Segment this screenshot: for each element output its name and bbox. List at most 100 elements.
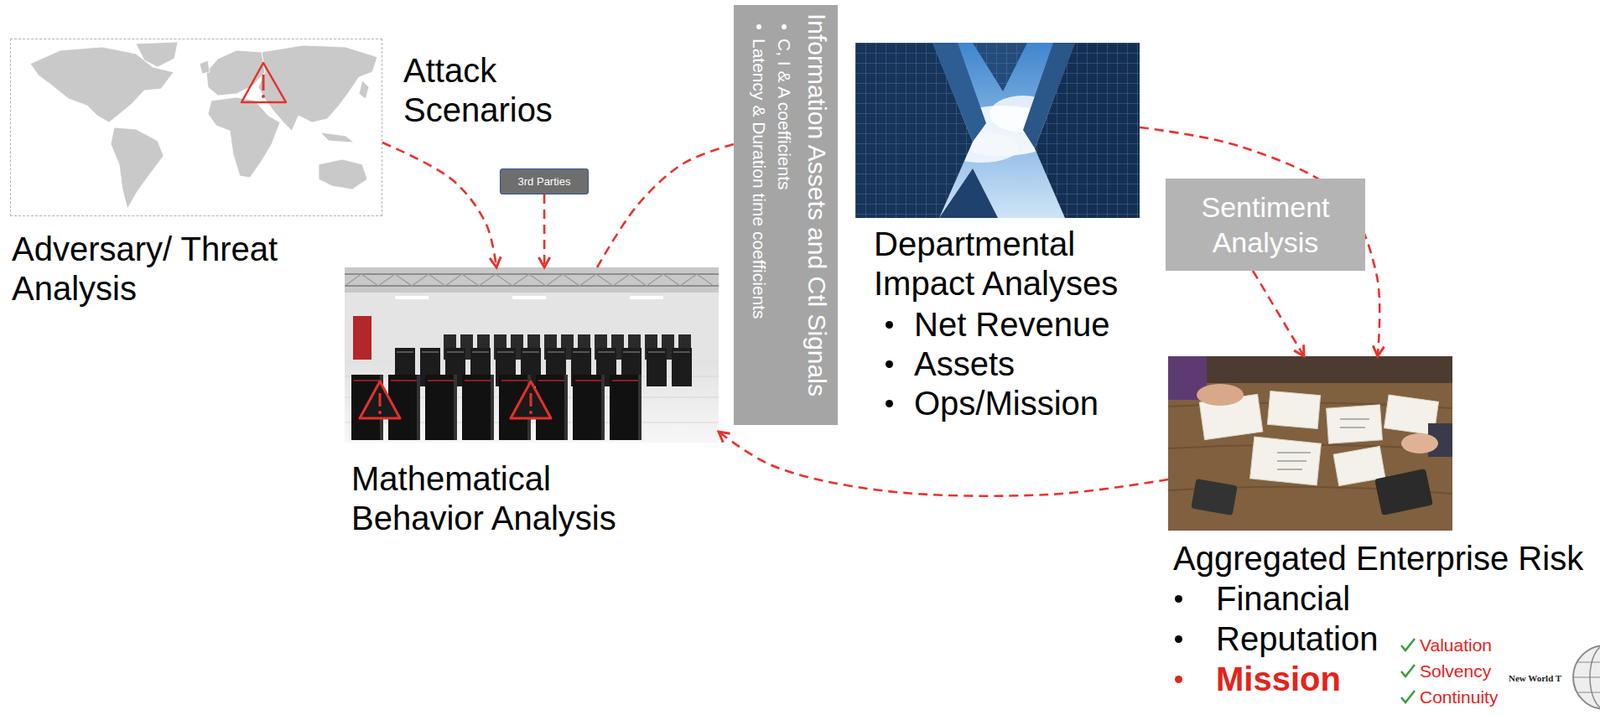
buildings-picture-part [932, 42, 987, 142]
papers-part [1326, 405, 1383, 444]
warning-triangle-part [241, 62, 286, 103]
logo-globe-part [1573, 662, 1600, 693]
bullet-dot [756, 24, 762, 30]
bullet-dot [1174, 595, 1183, 603]
check-item: Solvency [1419, 658, 1491, 686]
buildings-picture-part [939, 168, 998, 219]
buildings-picture-part [1023, 42, 1076, 149]
continents-part [199, 60, 210, 74]
bullet-text: Ops/Mission [914, 384, 1158, 424]
continents-part [110, 127, 164, 209]
warning-triangle-part [359, 381, 400, 419]
bullet-row: Net Revenue [855, 305, 1158, 345]
papers-part [1267, 390, 1320, 429]
continents-part [258, 45, 378, 131]
check-item: Continuity [1419, 684, 1498, 712]
heading-text: Adversary/ Threat Analysis [10, 229, 314, 309]
papers [1199, 390, 1439, 486]
heading-text: Mathematical Behavior Analysis [344, 459, 654, 539]
heading-text: Departmental Impact Analyses [855, 224, 1151, 304]
bullet-row: Reputation [1168, 618, 1588, 660]
continents-part [320, 132, 354, 143]
signal-band: Information Assets and Ctl SignalsC, I &… [733, 5, 838, 426]
bullet-text: C, I & A coefficients [771, 38, 797, 417]
meeting-picture [1168, 356, 1453, 531]
bullet-text: Net Revenue [914, 305, 1158, 345]
dashed-connector [1252, 270, 1304, 357]
datacenter-picture-part [394, 296, 429, 300]
heading-text: Aggregated Enterprise Risk [1168, 539, 1585, 579]
logo-globe-part [1573, 645, 1600, 710]
third-party-box: 3rd Parties [499, 168, 589, 195]
check-item: Valuation [1419, 632, 1492, 660]
bullet-dot [885, 400, 894, 408]
bullet-row: C, I & A coefficients [771, 13, 797, 417]
buildings-picture-part [972, 42, 1028, 92]
buildings-picture-part [855, 42, 1140, 219]
warning-triangle [510, 381, 551, 419]
datacenter-picture-part [353, 316, 372, 360]
meeting-picture-part [1168, 356, 1453, 531]
world-map [10, 38, 383, 217]
sentiment-box: Sentiment Analysis [1165, 178, 1366, 271]
dashed-connector [382, 142, 497, 268]
check-marks-part [1401, 690, 1415, 703]
meeting-picture-part [1277, 419, 1370, 470]
bullet-row: Ops/Mission [855, 384, 1158, 424]
logo-globe [1566, 642, 1600, 713]
datacenter-picture-part [344, 274, 714, 286]
meeting-picture-part [1196, 384, 1244, 406]
warning-triangle-part [379, 393, 382, 407]
buildings-picture-part [972, 42, 1028, 92]
bullet-dot [885, 321, 894, 329]
dashed-connector [543, 194, 546, 268]
dashed-connector [597, 144, 734, 268]
bullet-row: Financial [1168, 578, 1588, 619]
warning-triangle-part [261, 94, 265, 99]
continents [30, 41, 378, 209]
threat-map-node: Adversary/ Threat Analysis [10, 38, 396, 309]
bullet-text: Latency & Duration time coefficients [746, 38, 772, 417]
datacenter-picture-part [344, 274, 719, 286]
bullet-text: Financial [1215, 578, 1588, 619]
warning-triangle [241, 62, 286, 103]
rotated-text-block: Information Assets and Ctl SignalsC, I &… [733, 5, 838, 426]
enterprise-risk-node: Aggregated Enterprise RiskFinancialReput… [1168, 356, 1588, 700]
check-marks [1398, 632, 1419, 713]
continents-part [206, 50, 265, 96]
datacenter-picture-part [351, 374, 647, 441]
datacenter-picture-part [512, 296, 546, 300]
warning-triangle-part [529, 393, 533, 407]
behavior-node: Mathematical Behavior Analysis [344, 267, 719, 539]
band-heading: Information Assets and Ctl Signals [802, 13, 832, 417]
picture-frame [855, 42, 1140, 219]
logo-text: New World T [1508, 672, 1562, 685]
bullet-text: Reputation [1215, 618, 1588, 660]
bullet-dot [781, 24, 787, 30]
meeting-picture-part [1168, 356, 1453, 384]
datacenter-picture-part [344, 267, 719, 443]
scenario-label: Attack Scenarios [403, 51, 580, 130]
warning-triangle-part [262, 74, 265, 91]
warning-triangle [359, 381, 400, 419]
datacenter-picture [344, 267, 719, 443]
picture-frame [1168, 356, 1453, 531]
check-marks-part [1401, 664, 1415, 677]
datacenter-picture-part [344, 267, 719, 293]
bullet-dot [1174, 635, 1183, 644]
buildings-picture [855, 42, 1140, 219]
department-node: Departmental Impact AnalysesNet RevenueA… [855, 42, 1158, 424]
continents-part [135, 41, 178, 68]
dashed-connector [1139, 127, 1380, 357]
check-marks-part [1401, 638, 1415, 651]
picture-frame [10, 38, 383, 217]
bullet-dot [1174, 675, 1183, 684]
continents-part [358, 80, 369, 99]
warning-triangle-part [529, 410, 533, 415]
box-text: Sentiment Analysis [1174, 189, 1357, 260]
bullet-dot [885, 360, 894, 369]
continents-part [318, 159, 368, 190]
bullet-text: Assets [914, 344, 1158, 385]
box-text: 3rd Parties [518, 175, 572, 189]
bullet-row: Assets [855, 344, 1158, 385]
